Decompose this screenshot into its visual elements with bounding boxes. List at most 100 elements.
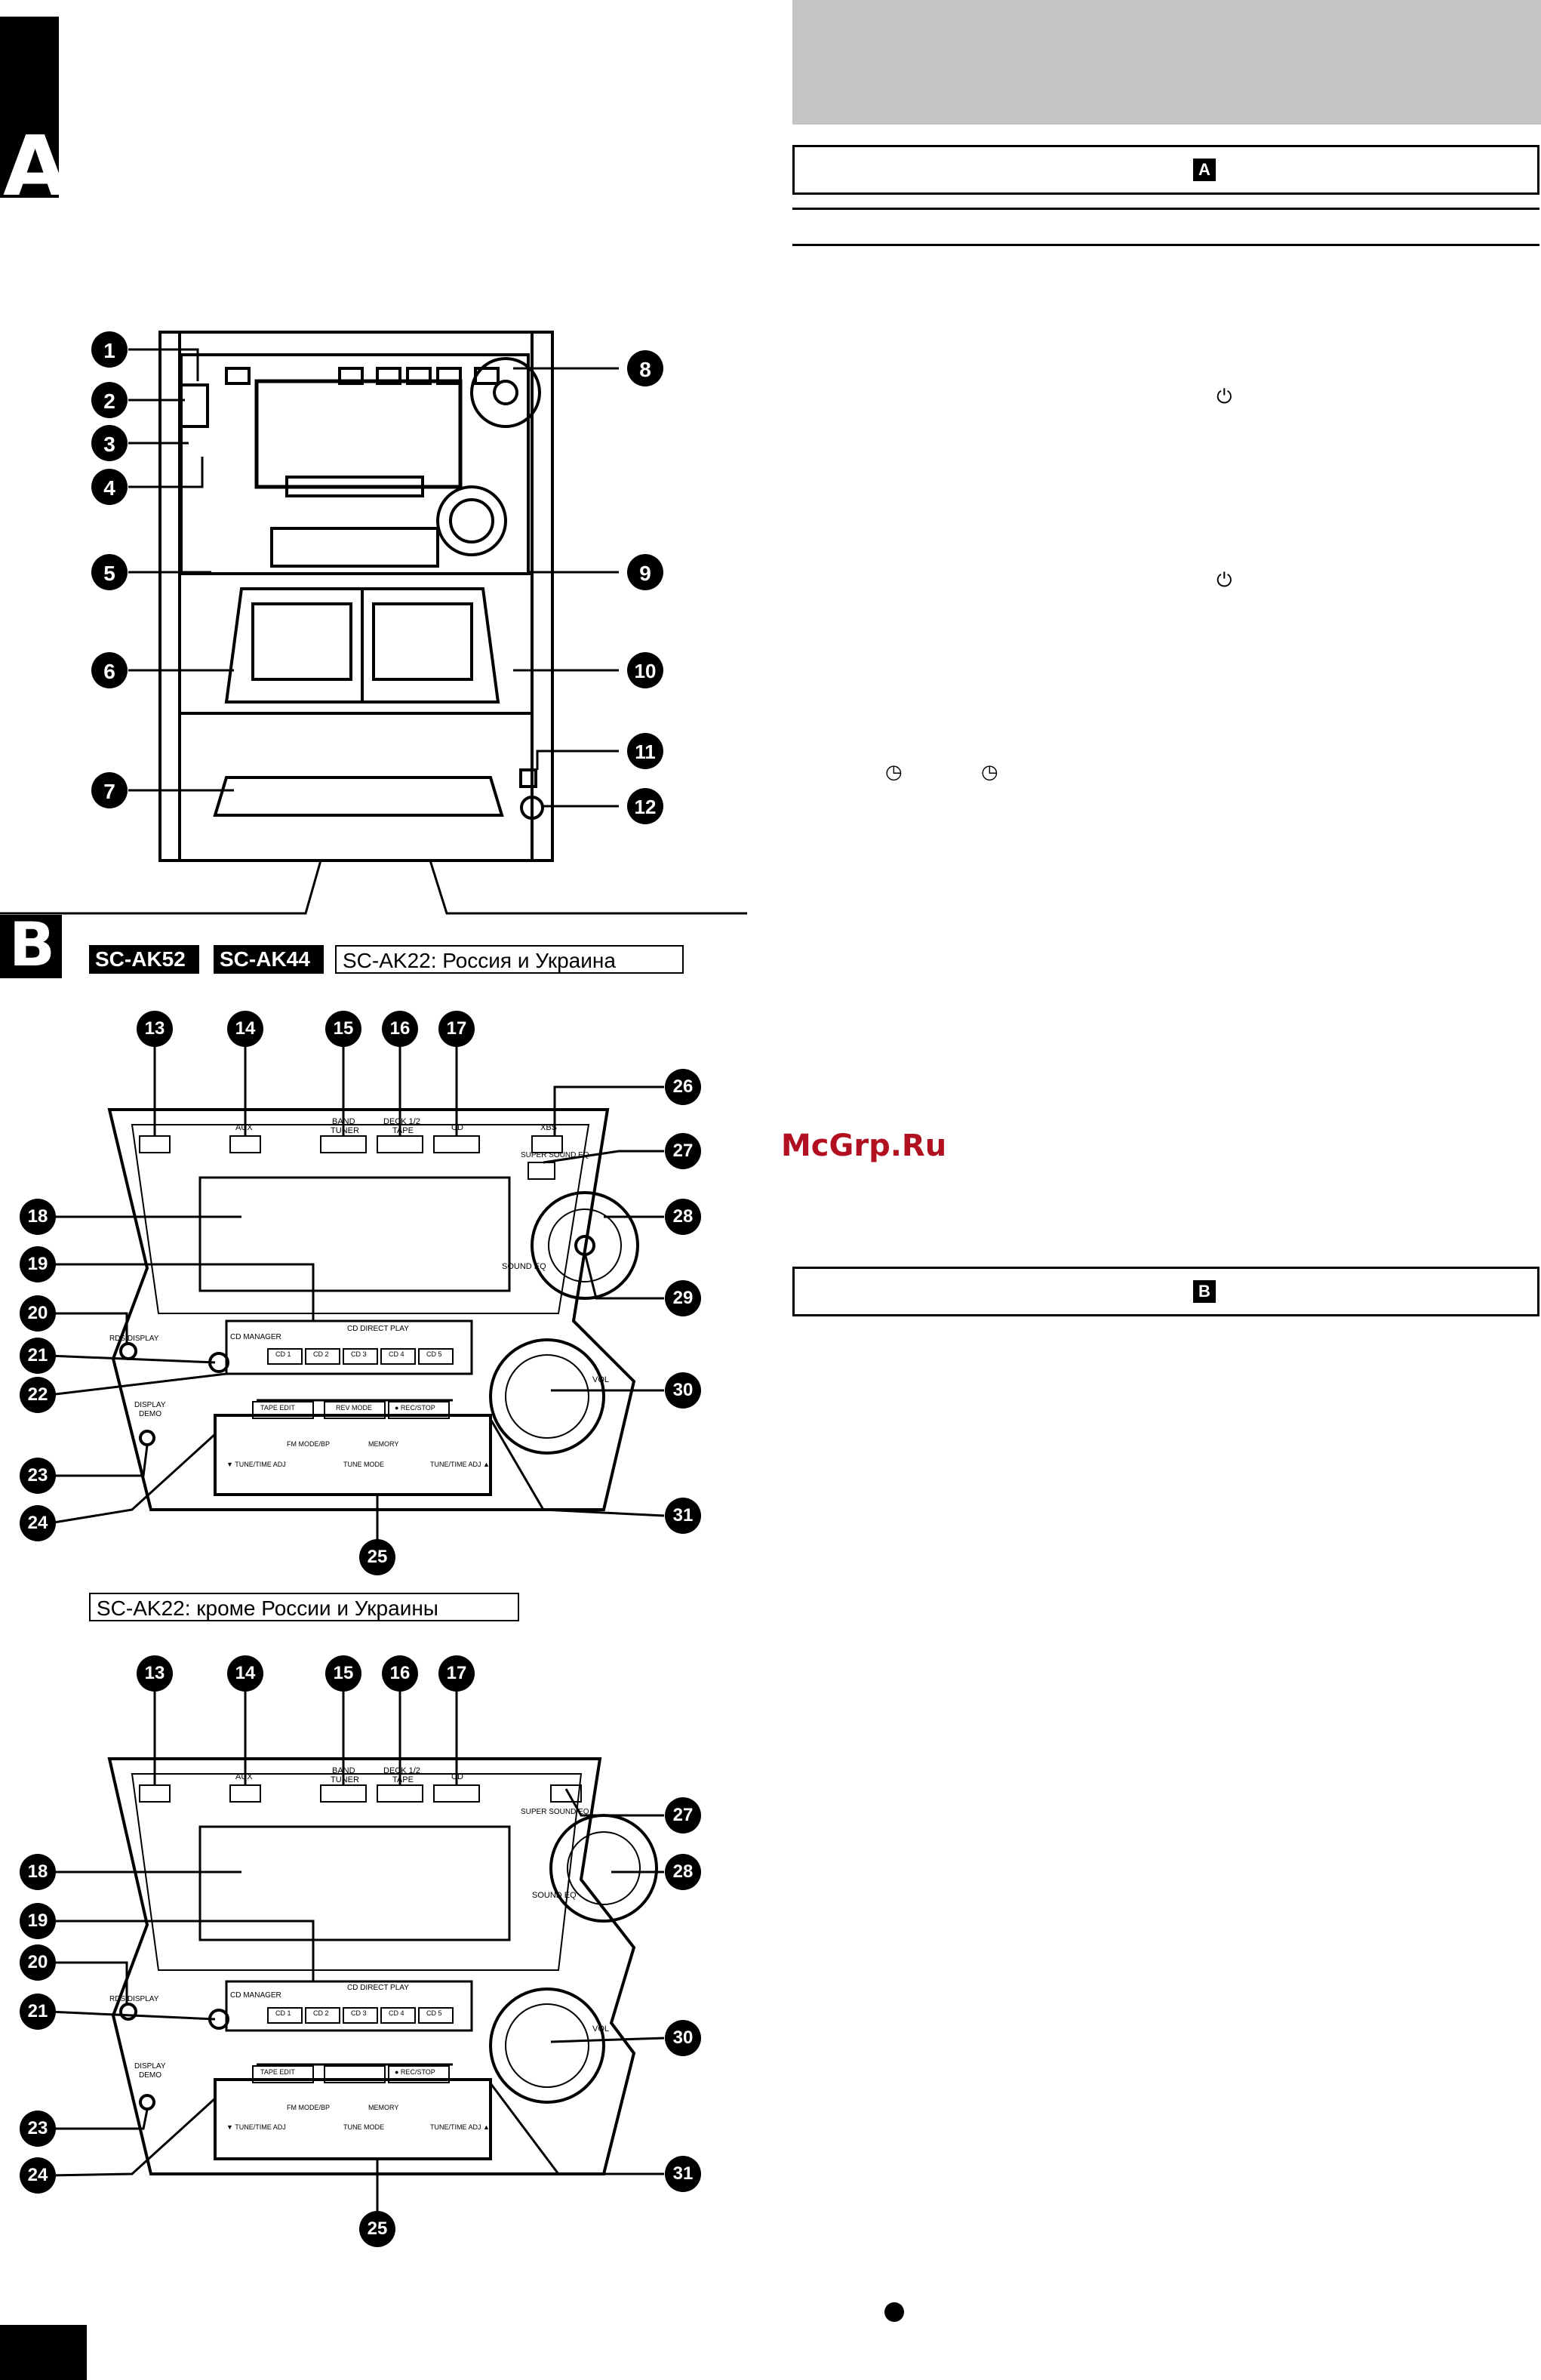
- callout-11: 11: [635, 740, 656, 763]
- callout-13: 13: [144, 1018, 165, 1039]
- label-demo: DEMO: [139, 1410, 161, 1418]
- callout-19: 19: [27, 1254, 48, 1274]
- label-cd-2: CD 2: [313, 2009, 329, 2017]
- label-tuner: TUNER: [331, 1126, 359, 1135]
- label-tape: TAPE: [392, 1775, 414, 1784]
- callout-24: 24: [27, 1513, 48, 1533]
- label-tune-mode: TUNE MODE: [343, 2123, 384, 2131]
- clock-icon: ◷: [981, 761, 998, 784]
- model-tag-sc-ak52: SC-AK52: [89, 945, 199, 974]
- label-band: BAND: [332, 1766, 355, 1775]
- label-aux: AUX: [235, 1772, 253, 1781]
- right-header-bar: [792, 0, 1541, 125]
- label-band: BAND: [332, 1117, 355, 1126]
- callout-22: 22: [27, 1384, 48, 1405]
- label-memory: MEMORY: [368, 2104, 399, 2111]
- label-tuner: TUNER: [331, 1775, 359, 1784]
- callout-20: 20: [27, 1303, 48, 1323]
- model-tag-sc-ak22-ru: SC-AK22: Россия и Украина: [335, 945, 684, 974]
- watermark: McGrp.Ru: [781, 1128, 947, 1163]
- section-a-rule-2: [792, 244, 1539, 246]
- section-letter-a: A: [3, 118, 68, 214]
- power-icon: ⏻: [1216, 386, 1232, 408]
- callout-27: 27: [672, 1805, 694, 1825]
- section-tab-a: [0, 17, 59, 198]
- callout-28: 28: [672, 1206, 694, 1227]
- section-header-b: B: [792, 1267, 1539, 1316]
- label-cd-direct-play: CD DIRECT PLAY: [347, 1984, 409, 1992]
- label-tune-left: ▼ TUNE/TIME ADJ: [226, 2123, 286, 2131]
- label-sound-eq: SOUND EQ: [502, 1262, 546, 1271]
- figure-b1-control-panel: [20, 1011, 701, 1575]
- callout-30: 30: [672, 1380, 694, 1400]
- callout-6: 6: [103, 660, 115, 683]
- label-sound-eq: SOUND EQ: [532, 1891, 577, 1900]
- label-display: DISPLAY: [134, 1401, 166, 1409]
- callout-17: 17: [446, 1018, 467, 1039]
- label-deck: DECK 1/2: [383, 1117, 420, 1126]
- model-tag-sc-ak22-other: SC-AK22: кроме России и Украины: [89, 1593, 519, 1621]
- callout-17: 17: [446, 1663, 467, 1683]
- section-a-rule-1: [792, 208, 1539, 210]
- bullet-icon: [884, 2302, 904, 2322]
- label-cd-5: CD 5: [426, 1350, 442, 1358]
- callout-1: 1: [103, 339, 115, 362]
- callout-18: 18: [27, 1206, 48, 1227]
- section-letter-b: B: [9, 910, 55, 980]
- label-cd-1: CD 1: [275, 1350, 291, 1358]
- callout-31: 31: [672, 2163, 694, 2184]
- label-vol: VOL: [592, 1375, 610, 1384]
- callout-12: 12: [634, 796, 657, 818]
- section-header-b-letter: B: [1193, 1280, 1216, 1303]
- label-cd-2: CD 2: [313, 1350, 329, 1358]
- figure-b2-control-panel: [20, 1655, 701, 2247]
- label-rec-stop: ● REC/STOP: [395, 2068, 435, 2076]
- label-tune-right: TUNE/TIME ADJ ▲: [430, 1461, 490, 1468]
- callout-16: 16: [389, 1663, 411, 1683]
- label-tape-edit: TAPE EDIT: [260, 1404, 295, 1412]
- label-cd-3: CD 3: [351, 2009, 367, 2017]
- callout-31: 31: [672, 1505, 694, 1526]
- callout-2: 2: [103, 389, 115, 413]
- label-xbs: XBS: [540, 1123, 558, 1132]
- callout-9: 9: [639, 562, 651, 585]
- callout-27: 27: [672, 1141, 694, 1161]
- label-cd: CD: [451, 1123, 463, 1132]
- label-cd-4: CD 4: [389, 1350, 404, 1358]
- section-tab-b: [0, 915, 62, 978]
- model-tag-sc-ak44: SC-AK44: [214, 945, 324, 974]
- label-rds-display: RDS DISPLAY: [109, 1335, 159, 1343]
- callout-21: 21: [27, 2001, 48, 2021]
- callout-8: 8: [639, 358, 651, 381]
- callout-10: 10: [634, 660, 657, 682]
- callout-16: 16: [389, 1018, 411, 1039]
- callout-15: 15: [333, 1018, 354, 1039]
- callout-25: 25: [367, 1547, 388, 1567]
- label-rev-mode: REV MODE: [336, 1404, 373, 1412]
- callout-30: 30: [672, 2027, 694, 2048]
- callout-24: 24: [27, 2165, 48, 2185]
- callout-15: 15: [333, 1663, 354, 1683]
- callout-21: 21: [27, 1345, 48, 1365]
- label-super-sound-eq: SUPER SOUND EQ: [521, 1151, 589, 1159]
- label-tape: TAPE: [392, 1126, 414, 1135]
- label-tune-right: TUNE/TIME ADJ ▲: [430, 2123, 490, 2131]
- label-aux: AUX: [235, 1123, 253, 1132]
- label-tune-left: ▼ TUNE/TIME ADJ: [226, 1461, 286, 1468]
- label-cd-1: CD 1: [275, 2009, 291, 2017]
- label-rec-stop: ● REC/STOP: [395, 1404, 435, 1412]
- callout-23: 23: [27, 1465, 48, 1486]
- label-tune-mode: TUNE MODE: [343, 1461, 384, 1468]
- callout-3: 3: [103, 433, 115, 456]
- callout-26: 26: [672, 1076, 694, 1097]
- clock-icon: ◷: [885, 761, 903, 784]
- label-super-sound-eq: SUPER SOUND EQ: [521, 1808, 589, 1816]
- callout-14: 14: [235, 1663, 256, 1683]
- figure-a-system-front: [0, 331, 747, 915]
- label-display: DISPLAY: [134, 2062, 166, 2071]
- label-cd: CD: [451, 1772, 463, 1781]
- label-cd-5: CD 5: [426, 2009, 442, 2017]
- power-icon: ⏻: [1216, 569, 1232, 592]
- callout-28: 28: [672, 1861, 694, 1882]
- label-deck: DECK 1/2: [383, 1766, 420, 1775]
